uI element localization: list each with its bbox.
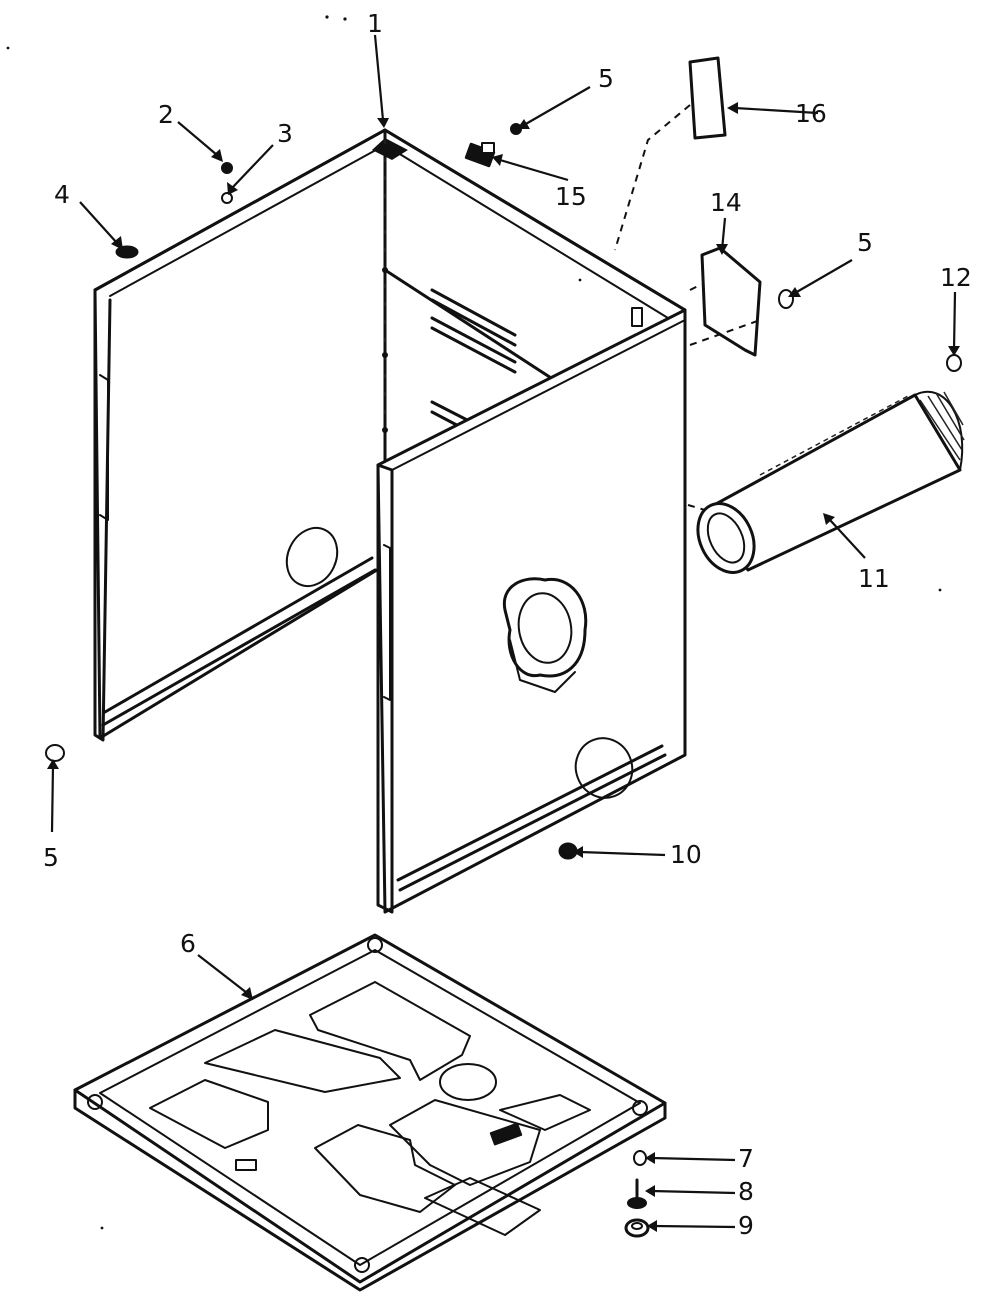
callout-5-left: 5 [43,843,59,872]
exhaust-duct [696,390,965,574]
callout-4: 4 [54,180,70,209]
screw-12 [946,354,962,372]
callout-3: 3 [277,119,293,148]
callout-7: 7 [738,1144,754,1173]
clip-15 [464,142,496,168]
washer-3 [221,192,233,204]
callout-16: 16 [795,99,827,128]
callout-8: 8 [738,1177,754,1206]
callout-5-top: 5 [598,64,614,93]
cabinet-assembly [93,128,687,914]
callout-1: 1 [367,9,383,38]
cover-plate-16 [688,56,727,140]
screw-5-right [778,289,794,309]
screw-5-left [45,744,65,762]
screw-2 [221,162,233,174]
callout-5-right: 5 [857,228,873,257]
callout-12: 12 [940,263,972,292]
callout-2: 2 [158,100,174,129]
exhaust-opening [502,577,588,693]
bracket-plate-14 [700,246,762,357]
leveling-leg-8 [627,1178,647,1209]
callout-15: 15 [555,182,587,211]
leg-pad-9 [624,1218,650,1238]
callout-11: 11 [858,564,890,593]
callout-6: 6 [180,929,196,958]
leg-nut-7 [633,1150,647,1166]
callout-14: 14 [710,188,742,217]
cabinet-top-rim [93,128,687,312]
callout-labels: 1 2 3 4 5 5 5 6 7 8 9 10 11 12 14 15 16 [43,9,972,1240]
leader-lines [47,34,960,1232]
callout-10: 10 [670,840,702,869]
screw-10 [558,842,578,860]
base-pan [73,933,667,1292]
callout-9: 9 [738,1211,754,1240]
